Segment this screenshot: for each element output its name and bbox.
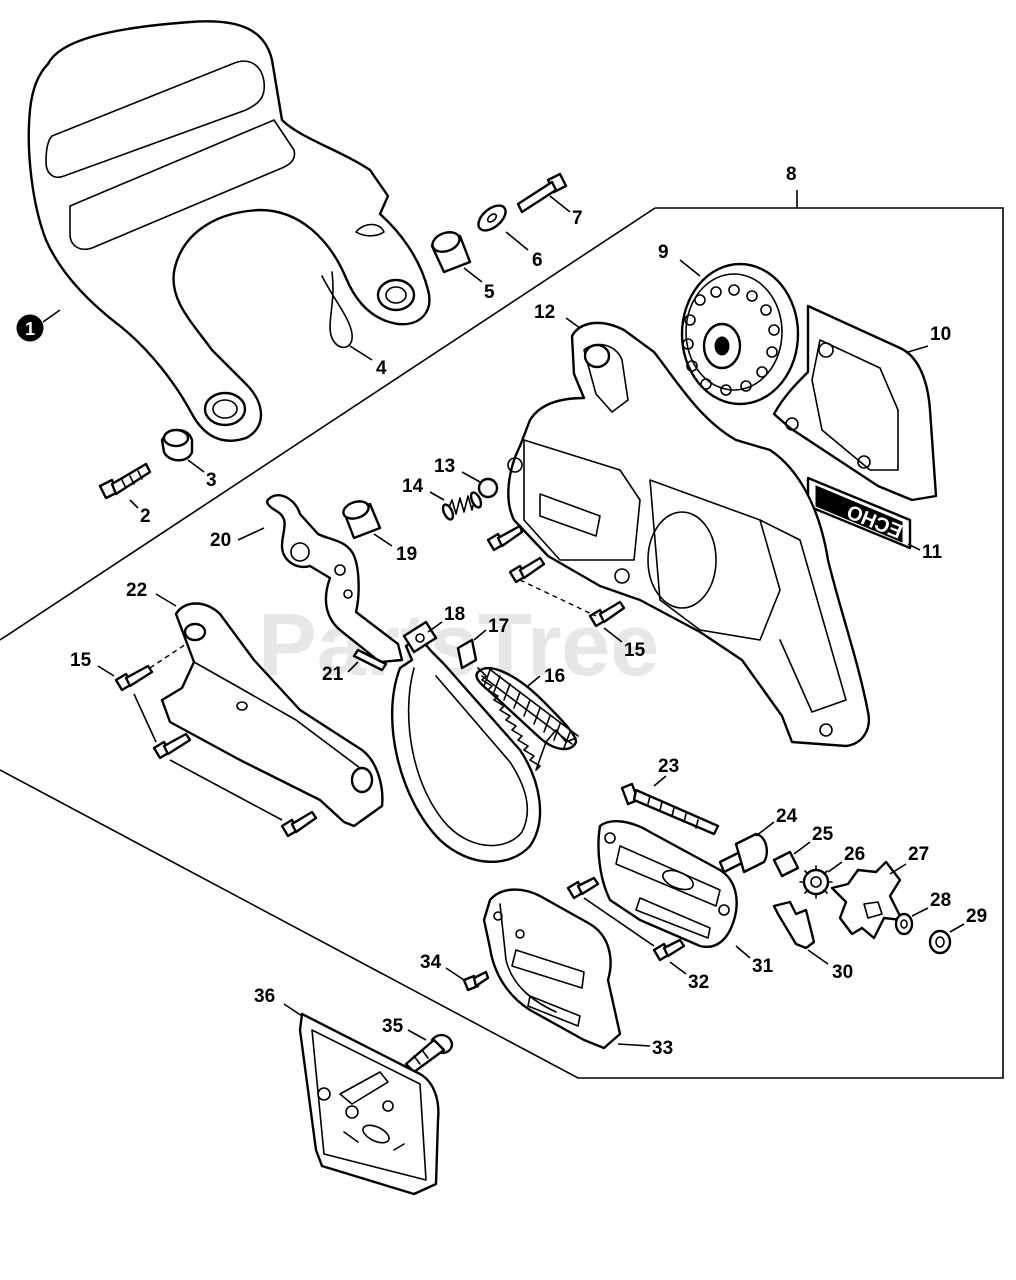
callout-34: 34: [420, 952, 442, 973]
bolt-part-35: [404, 1033, 454, 1074]
guide-line: [583, 897, 655, 947]
callout-12: 12: [534, 302, 555, 323]
callout-19: 19: [396, 544, 417, 565]
block-part-17: [456, 638, 478, 670]
guide-line: [169, 759, 283, 821]
callout-14: 14: [402, 476, 424, 497]
washer-part-6: [477, 204, 507, 232]
callout-35: 35: [382, 1016, 404, 1037]
bolt-part-2: [98, 462, 152, 500]
assembly-boundary-top: [0, 207, 656, 641]
callout-26: 26: [844, 844, 865, 865]
callout-21: 21: [322, 664, 344, 685]
callout-33: 33: [652, 1038, 673, 1059]
spring-part-14: [441, 491, 483, 521]
callout-24: 24: [776, 806, 798, 827]
washer-part-29: [928, 929, 952, 955]
bolt-part-15-c: [588, 600, 626, 628]
gear-part-26: [799, 865, 833, 899]
callout-7: 7: [572, 208, 583, 229]
spring-part-16: [475, 666, 579, 771]
bolt-part-15-f: [280, 810, 318, 838]
bolt-part-15-a: [486, 524, 524, 552]
callout-2: 2: [140, 506, 151, 527]
callout-4: 4: [376, 358, 387, 379]
callout-10: 10: [930, 324, 951, 345]
callout-16: 16: [544, 666, 565, 687]
callout-3: 3: [206, 470, 217, 491]
sprocket-cover-part-33: [482, 888, 622, 1050]
callout-15-left: 15: [70, 650, 92, 671]
bolt-part-15-e: [152, 732, 192, 760]
svg-text:1: 1: [25, 319, 35, 339]
adjuster-part-24: [718, 832, 768, 874]
callout-18: 18: [444, 604, 465, 625]
knob-part-27: [830, 860, 904, 940]
spacer-part-5: [430, 231, 472, 274]
screw-part-23: [620, 782, 720, 836]
bolt-part-15-d: [114, 664, 154, 692]
bracket-part-22: [160, 602, 384, 828]
callout-1: 1: [16, 309, 61, 342]
bushing-part-19: [342, 500, 382, 540]
callout-17: 17: [488, 616, 509, 637]
callout-23: 23: [658, 756, 679, 777]
assembly-boundary: [0, 207, 1004, 1079]
clutch-cover-part-9: [680, 262, 800, 406]
side-plate-part-10: [772, 304, 938, 502]
watermark: PartsTree: [258, 595, 659, 694]
screw-part-7: [516, 172, 568, 214]
callout-27: 27: [908, 844, 929, 865]
nut-part-25: [772, 850, 800, 878]
lever-part-20: [266, 493, 404, 664]
callout-25: 25: [812, 824, 834, 845]
callout-28: 28: [930, 890, 951, 911]
callout-11: 11: [922, 542, 943, 563]
callout-22: 22: [126, 580, 147, 601]
callout-6: 6: [532, 250, 543, 271]
callout-8: 8: [786, 164, 797, 185]
front-handle: [27, 20, 431, 442]
tensioner-part-30: [772, 900, 816, 950]
callout-20: 20: [210, 530, 231, 551]
callout-29: 29: [966, 906, 987, 927]
guide-plate-part-31: [597, 820, 738, 949]
callout-32: 32: [688, 972, 709, 993]
callout-9: 9: [658, 242, 669, 263]
callout-15-right: 15: [624, 640, 646, 661]
callout-13: 13: [434, 456, 455, 477]
screw-part-32-b: [652, 938, 686, 962]
washer-part-28: [894, 912, 914, 936]
bolt-part-15-b: [508, 556, 546, 584]
guide-line: [133, 693, 157, 743]
bar-plate-part-36: [298, 1012, 440, 1196]
callout-31: 31: [752, 956, 774, 977]
bushing-part-3: [160, 428, 194, 462]
callout-5: 5: [484, 282, 495, 303]
callout-36: 36: [254, 986, 275, 1007]
ball-part-13: [477, 477, 499, 499]
brake-band-part-18: [390, 620, 542, 863]
callout-30: 30: [832, 962, 853, 983]
screw-part-34: [462, 970, 490, 992]
crankcase-part-12: [507, 321, 871, 748]
guide-line: [149, 643, 187, 669]
screw-part-32-a: [566, 876, 600, 900]
pin-part-21: [352, 648, 388, 672]
spring-clip-part-4: [321, 271, 353, 349]
